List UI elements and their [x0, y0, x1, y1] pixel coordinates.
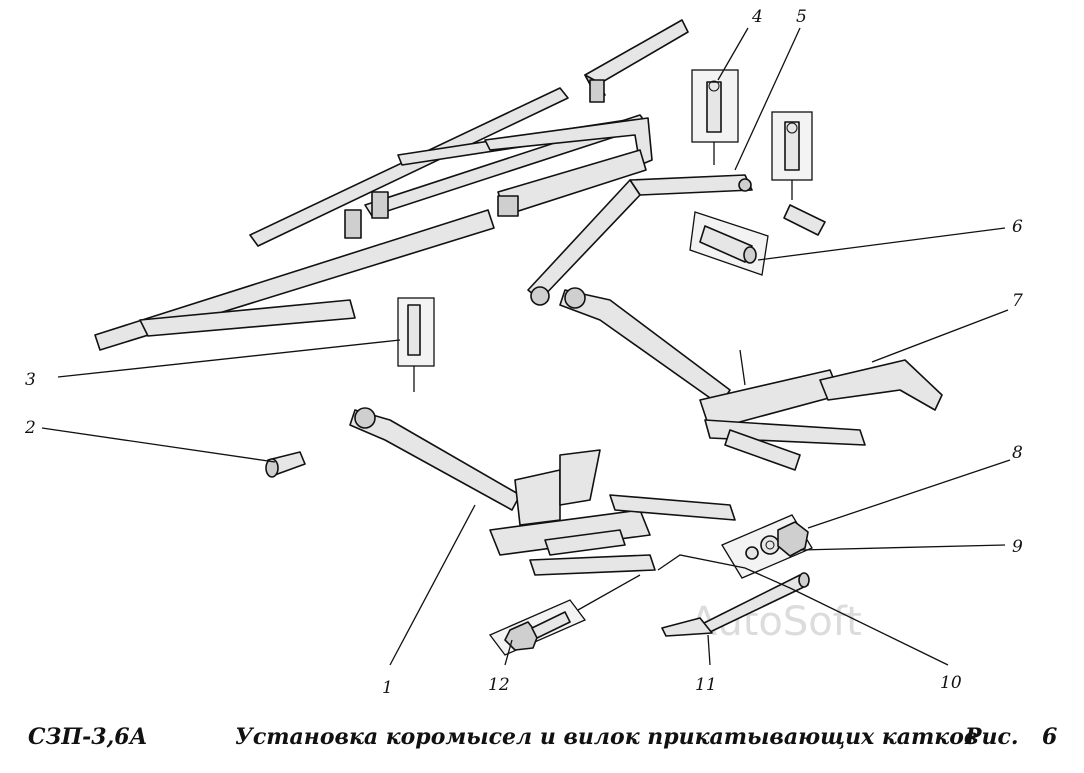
frame-bracket-2 [371, 191, 389, 219]
caption-model: СЗП-3,6А [28, 724, 148, 750]
part-6-pin-assembly [689, 111, 826, 276]
part-5-upper-arm [527, 174, 753, 306]
callout-8: 8 [1012, 443, 1023, 463]
callout-labels: 1 2 3 4 5 6 7 8 9 10 11 12 [24, 7, 1023, 698]
caption-title: Установка коромысел и вилок прикатывающи… [235, 724, 979, 750]
frame-bracket-1 [344, 209, 362, 239]
leader-lines [41, 27, 1011, 666]
callout-10: 10 [940, 673, 962, 693]
part-4-cotter-pin [691, 69, 739, 165]
callout-3: 3 [25, 370, 36, 390]
callout-7: 7 [1012, 291, 1023, 311]
frame-bracket-3 [589, 79, 605, 103]
callout-6: 6 [1012, 217, 1023, 237]
frame-upper-bar [584, 19, 689, 89]
part-11-wedge-pin [661, 572, 810, 666]
part-1-front-lever [349, 407, 736, 576]
callout-9: 9 [1012, 537, 1023, 557]
part-3-cotter-card [397, 297, 435, 392]
callout-4: 4 [751, 7, 763, 27]
callout-12: 12 [488, 675, 510, 695]
frame-assembly [94, 19, 689, 351]
parts-8-9-nut-washer [721, 514, 813, 579]
callout-5: 5 [796, 7, 807, 27]
callout-1: 1 [382, 678, 393, 698]
frame-long-bar-1 [249, 87, 569, 247]
part-2-pin [265, 451, 306, 478]
callout-11: 11 [695, 675, 717, 695]
frame-lower-cross [139, 299, 356, 337]
part-12-bolt [488, 599, 587, 656]
frame-tube-end [497, 195, 519, 217]
callout-2: 2 [24, 418, 36, 438]
caption-fig-label: Рис. [965, 724, 1019, 750]
part-7-rear-lever [559, 287, 943, 471]
caption-fig-number: 6 [1042, 724, 1058, 750]
